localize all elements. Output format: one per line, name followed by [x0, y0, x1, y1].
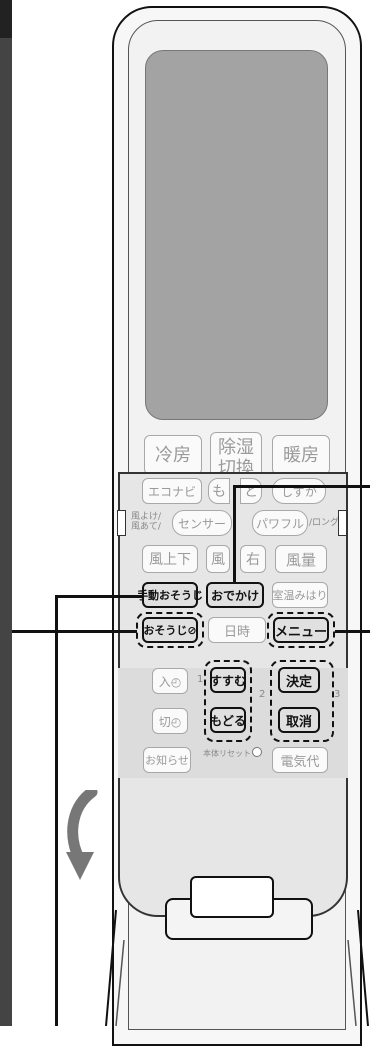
leader-line-odekake-top [233, 485, 370, 488]
wind-up-down-button[interactable]: 風上下 [142, 545, 198, 573]
modoru-button[interactable]: もどる [210, 707, 246, 733]
wind-volume-button[interactable]: 風量 [275, 545, 327, 573]
torikeshi-button[interactable]: 取消 [278, 707, 320, 733]
menu-highlight [267, 612, 335, 648]
electricity-cost-button[interactable]: 電気代 [272, 747, 328, 773]
leader-line-auto-clean [12, 630, 137, 633]
manual-clean-button[interactable]: 手動おそうじ [137, 582, 203, 608]
open-cover-arrow-icon [66, 790, 98, 880]
motto-button-right[interactable]: と [240, 478, 262, 504]
time-label: 時 [237, 624, 251, 640]
step-number-one: 1 [197, 674, 204, 685]
motto-button-left[interactable]: も [208, 478, 230, 504]
long-tab [338, 510, 347, 536]
susumu-modoru-highlight [204, 660, 252, 742]
notice-button[interactable]: お知らせ [143, 747, 191, 773]
step-number-three: 3 [334, 689, 341, 700]
wind-guard-tab [117, 510, 126, 536]
kettei-button[interactable]: 決定 [278, 667, 320, 693]
leader-line-manual-clean-vertical [55, 595, 58, 1026]
on-timer-button[interactable]: 入◴ [152, 668, 188, 694]
powerful-button[interactable]: パワフル [252, 510, 308, 536]
eco-navi-button[interactable]: エコナビ [142, 478, 202, 504]
wind-label-bottom: 風あて/ [131, 522, 161, 532]
auto-clean-button[interactable]: おそうじ⊘ [142, 617, 198, 643]
lcd-screen [145, 50, 328, 420]
heat-button[interactable]: 暖房 [272, 435, 330, 475]
susumu-button[interactable]: すすむ [210, 667, 246, 693]
leader-line-odekake-vertical [233, 485, 236, 582]
date-label: 日 [223, 624, 237, 640]
dehumid-label-top: 除湿 [218, 437, 254, 458]
wind-label-top: 風よけ/ [131, 512, 162, 522]
cover-outline [105, 910, 369, 1026]
reset-label: 本体リセット [203, 749, 251, 758]
wind-left-button[interactable]: 風 [206, 545, 230, 573]
date-time-button[interactable]: 日 時 [208, 617, 266, 643]
leader-line-manual-clean [55, 595, 143, 598]
leader-line-menu [335, 630, 370, 633]
hinge-tab [190, 876, 274, 918]
odekake-button[interactable]: おでかけ [206, 582, 264, 608]
left-strip [0, 0, 12, 1026]
sensor-button[interactable]: センサー [172, 510, 232, 536]
reset-hole[interactable] [252, 747, 262, 757]
auto-clean-highlight [136, 612, 204, 648]
kettei-torikeshi-highlight [270, 660, 334, 742]
off-timer-button[interactable]: 切◴ [152, 708, 188, 734]
wind-right-button[interactable]: 右 [240, 545, 266, 573]
long-label: /ロング [309, 518, 340, 528]
menu-button[interactable]: メニュー [273, 617, 329, 643]
step-number-two: 2 [259, 689, 266, 700]
quiet-button[interactable]: しずか [272, 478, 326, 504]
room-temp-watch-button[interactable]: 室温みはり [272, 582, 328, 608]
cool-button[interactable]: 冷房 [144, 435, 202, 475]
left-strip-top [0, 0, 12, 38]
